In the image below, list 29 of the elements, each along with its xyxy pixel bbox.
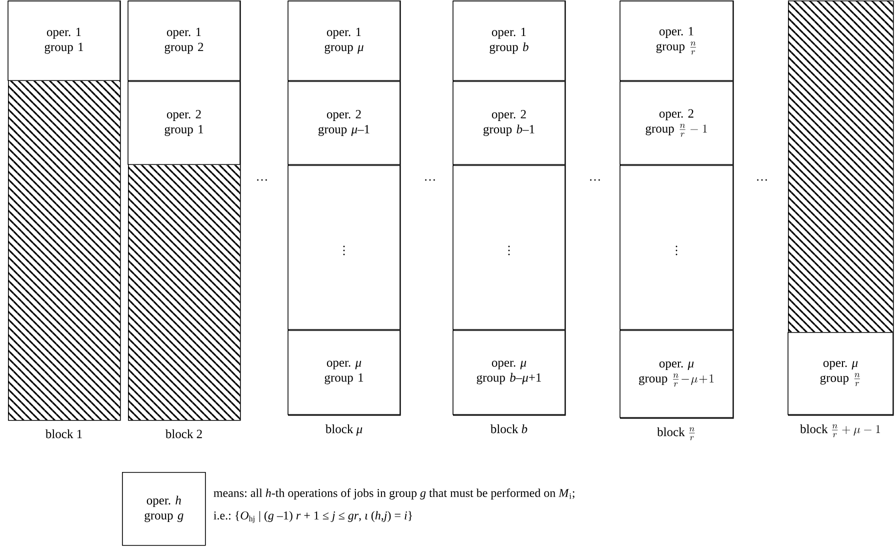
operation-cell: oper. μ group b–μ+1 [452,330,566,415]
operation-cell: oper. 2 group b–1 [452,81,566,165]
block-label: block 1 [45,429,82,438]
ellipsis: … [590,179,600,181]
operation-cell: oper. μ $\mathrm{group}\ \frac{n}{r}$ [788,332,894,415]
operation-cell: $\vdots$ [620,165,734,330]
operation-cell: oper. μ group 1 [288,330,400,415]
operation-cell: oper. 1 group 2 [128,0,240,81]
explanation-text: means: all h-th operations of jobs in group g that must be performed on M$_{i}$; [214,488,574,500]
block-label: block μ [325,424,362,436]
operation-cell: $\vdots$ [288,165,400,330]
ellipsis: … [757,179,767,181]
operation-cell: oper. 1 $\mathrm{group}\ \frac{n}{r}$ [620,0,734,81]
ellipsis: … [257,179,267,181]
operation-cell: oper. 2 $\mathrm{group}\ \frac{n}{r}-1$ [620,81,734,165]
operation-cell: $\vdots$ [452,165,566,330]
operation-cell: oper. μ $\mathrm{group}\ \frac{n}{r}-\mu+1$ [620,330,734,418]
operation-cell: oper. 2 group μ–1 [288,81,400,165]
operation-cell: oper. 1 group μ [288,0,400,81]
block-label: block 2 [165,429,202,438]
key-box: oper. h group g [122,472,206,546]
block-label: block b [490,424,528,434]
explanation-text: i.e.: {O$_{hj}$ | (g –1) r + 1 ≤ j ≤ gr, ι (h,j) = i} [214,511,412,523]
block-label: $\mathrm{block}\ \frac{n}{r}+\mu-1$ [800,424,880,438]
operation-cell: oper. 1 group b [452,0,566,81]
operation-cell: oper. 1 group 1 [8,0,120,81]
ellipsis: … [425,179,435,181]
operation-cell: oper. 2 group 1 [128,81,240,165]
block-label: $\mathrm{block}\ \frac{n}{r}$ [657,427,695,440]
